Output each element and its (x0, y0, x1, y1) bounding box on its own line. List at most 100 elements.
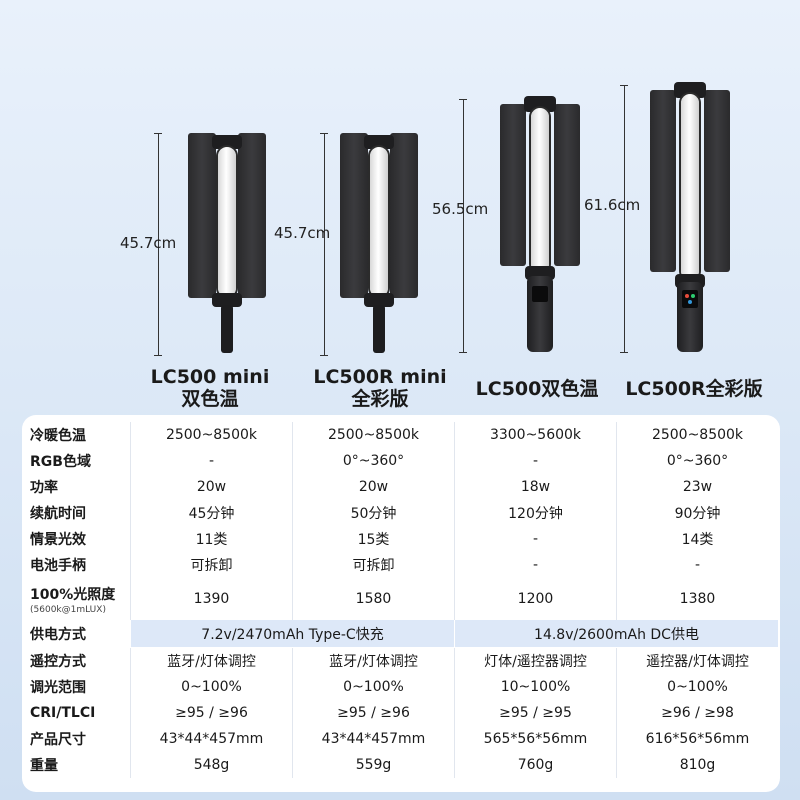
spec-value: 2500~8500k (292, 422, 454, 448)
spec-label: 续航时间 (30, 506, 86, 522)
spec-value-merged: 7.2v/2470mAh Type-C快充 (130, 620, 454, 647)
stand-pole (221, 305, 233, 353)
spec-value: 3300~5600k (454, 422, 616, 448)
spec-row-remote: 遥控方式 蓝牙/灯体调控 蓝牙/灯体调控 灯体/遥控器调控 遥控器/灯体调控 (22, 648, 780, 674)
barn-door-left (188, 133, 216, 298)
spec-value: 810g (616, 752, 778, 778)
spec-value-merged: 14.8v/2600mAh DC供电 (454, 620, 778, 647)
spec-label: 情景光效 (30, 532, 86, 548)
spec-label: 产品尺寸 (30, 732, 86, 748)
spec-value: 559g (292, 752, 454, 778)
spec-value: 蓝牙/灯体调控 (292, 648, 454, 674)
spec-value: 0~100% (616, 674, 778, 700)
spec-row-weight: 重量 548g 559g 760g 810g (22, 752, 780, 778)
spec-value: - (616, 552, 778, 578)
spec-value: 1390 (130, 578, 292, 620)
light-tube (531, 108, 549, 273)
spec-row-battery-handle: 电池手柄 可拆卸 可拆卸 - - (22, 552, 780, 578)
spec-row-color-temp: 冷暖色温 2500~8500k 2500~8500k 3300~5600k 25… (22, 422, 780, 448)
spec-value: ≥95 / ≥95 (454, 700, 616, 726)
spec-value: 50分钟 (292, 500, 454, 526)
height-marker-4 (620, 85, 628, 353)
control-screen (532, 286, 548, 302)
spec-value: - (130, 448, 292, 474)
spec-value: 18w (454, 474, 616, 500)
spec-value: 43*44*457mm (130, 726, 292, 752)
barn-door-right (704, 90, 730, 272)
spec-label: 电池手柄 (30, 558, 86, 574)
spec-row-cri: CRI/TLCI ≥95 / ≥96 ≥95 / ≥96 ≥95 / ≥95 ≥… (22, 700, 780, 726)
spec-value: 0~100% (130, 674, 292, 700)
barn-door-left (500, 104, 526, 266)
spec-row-effects: 情景光效 11类 15类 - 14类 (22, 526, 780, 552)
height-marker-3 (459, 99, 467, 353)
spec-value: 0°~360° (292, 448, 454, 474)
spec-label: 调光范围 (30, 680, 86, 696)
spec-value: 1380 (616, 578, 778, 620)
product-stage: 45.7cm LC500 mini 双色温 45.7cm LC500R mini… (120, 82, 763, 410)
tube-cap-top (524, 96, 556, 112)
product-name-4: LC500R全彩版 (625, 378, 763, 400)
product-name-3: LC500双色温 (475, 378, 599, 400)
spec-value: 565*56*56mm (454, 726, 616, 752)
spec-value: ≥96 / ≥98 (616, 700, 778, 726)
barn-door-right (554, 104, 580, 266)
height-label-3: 56.5cm (432, 200, 489, 218)
height-marker-1 (154, 133, 162, 356)
spec-value: 760g (454, 752, 616, 778)
control-screen (682, 290, 698, 308)
light-tube (370, 147, 388, 297)
product-name-1: LC500 mini 双色温 (150, 366, 270, 410)
tube-cap-top (674, 82, 706, 98)
light-tube (681, 94, 699, 280)
spec-value: 20w (130, 474, 292, 500)
spec-row-runtime: 续航时间 45分钟 50分钟 120分钟 90分钟 (22, 500, 780, 526)
spec-label: 冷暖色温 (30, 428, 86, 444)
height-label-2: 45.7cm (274, 224, 331, 242)
spec-comparison-table: 冷暖色温 2500~8500k 2500~8500k 3300~5600k 25… (22, 415, 780, 792)
height-label-1: 45.7cm (120, 234, 177, 252)
spec-label: 供电方式 (30, 626, 86, 643)
spec-value: 15类 (292, 526, 454, 552)
spec-row-power: 功率 20w 20w 18w 23w (22, 474, 780, 500)
spec-value: 可拆卸 (292, 552, 454, 578)
barn-door-right (390, 133, 418, 298)
spec-value: 遥控器/灯体调控 (616, 648, 778, 674)
spec-value: 548g (130, 752, 292, 778)
spec-value: ≥95 / ≥96 (130, 700, 292, 726)
spec-row-illuminance: 100%光照度 (5600k@1mLUX) 1390 1580 1200 138… (22, 578, 780, 620)
spec-value: 1580 (292, 578, 454, 620)
color-button-icon (685, 294, 689, 298)
spec-value: 1200 (454, 578, 616, 620)
spec-label: RGB色域 (30, 454, 91, 470)
product-name-2: LC500R mini 全彩版 (313, 366, 447, 410)
spec-value: - (454, 526, 616, 552)
product-image-lc500r (650, 82, 730, 352)
product-image-lc500r-mini (340, 133, 418, 353)
color-button-icon (688, 300, 692, 304)
tube-cap-bottom (364, 293, 394, 307)
spec-value: 23w (616, 474, 778, 500)
spec-label: CRI/TLCI (30, 705, 96, 721)
light-tube (218, 147, 236, 297)
spec-value: 0°~360° (616, 448, 778, 474)
spec-value: 45分钟 (130, 500, 292, 526)
spec-value: 2500~8500k (616, 422, 778, 448)
barn-door-left (650, 90, 676, 272)
spec-value: 蓝牙/灯体调控 (130, 648, 292, 674)
spec-value: 90分钟 (616, 500, 778, 526)
spec-sublabel: (5600k@1mLUX) (30, 604, 106, 615)
spec-value: 616*56*56mm (616, 726, 778, 752)
spec-row-dimming: 调光范围 0~100% 0~100% 10~100% 0~100% (22, 674, 780, 700)
height-label-4: 61.6cm (584, 196, 641, 214)
barn-door-right (238, 133, 266, 298)
spec-label: 重量 (30, 758, 58, 774)
tube-cap-bottom (212, 293, 242, 307)
spec-value: ≥95 / ≥96 (292, 700, 454, 726)
spec-value: 0~100% (292, 674, 454, 700)
tube-cap-top (212, 135, 242, 149)
spec-value: 43*44*457mm (292, 726, 454, 752)
spec-value: 20w (292, 474, 454, 500)
spec-label: 遥控方式 (30, 654, 86, 670)
height-marker-2 (320, 133, 328, 356)
